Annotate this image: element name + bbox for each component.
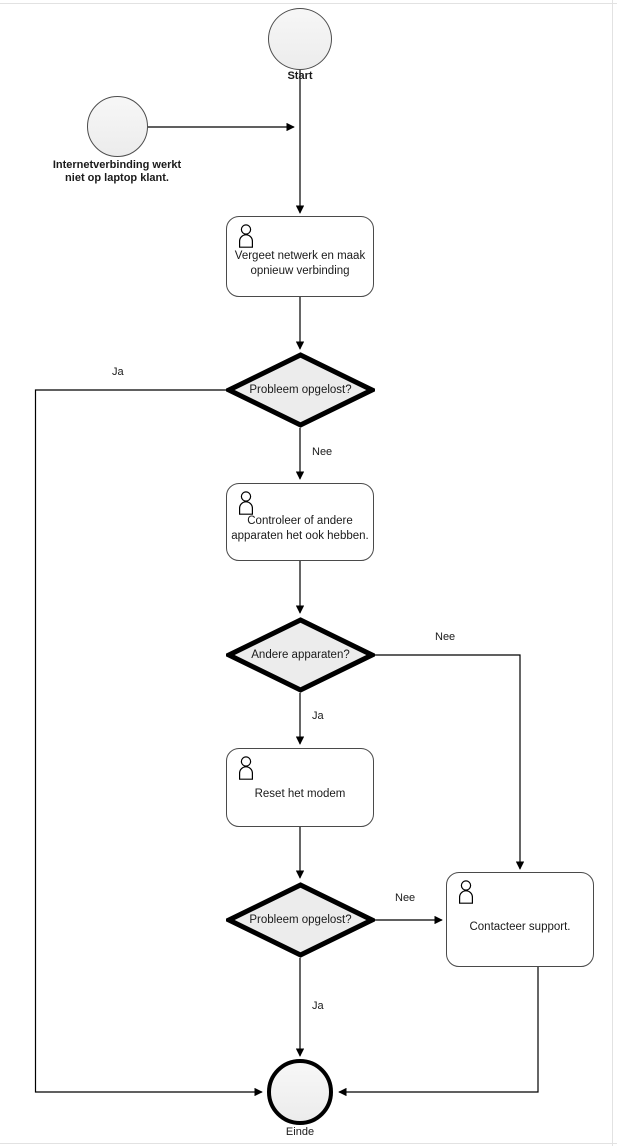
actor-icon: [239, 756, 253, 780]
task-contacteer-support[interactable]: Contacteer support.: [446, 872, 594, 967]
canvas-top-border: [0, 3, 617, 4]
canvas-bottom-border: [0, 1143, 617, 1144]
actor-icon: [239, 491, 253, 515]
edge-label-decision3-nee: Nee: [395, 892, 416, 904]
task-vergeet-netwerk[interactable]: Vergeet netwerk en maak opnieuw verbindi…: [226, 216, 374, 297]
edge-label-decision3-ja: Ja: [312, 1000, 324, 1012]
start-node[interactable]: [268, 8, 332, 70]
diamond-shape: [223, 617, 378, 693]
note-node-label-line2: niet op laptop klant.: [65, 172, 169, 184]
task-reset-modem-label: Reset het modem: [254, 788, 346, 800]
edge-label-decision2-ja: Ja: [312, 710, 324, 722]
end-node[interactable]: [267, 1059, 333, 1125]
task-vergeet-netwerk-label: Vergeet netwerk en maak opnieuw verbindi…: [234, 249, 366, 277]
diamond-shape: [223, 882, 378, 958]
actor-icon: [459, 880, 473, 904]
note-node-label-line1: Internetverbinding werkt: [52, 159, 182, 171]
task-controleer-apparaten[interactable]: Controleer of andere apparaten het ook h…: [226, 483, 374, 561]
note-node[interactable]: [87, 96, 148, 157]
task-contacteer-support-label: Contacteer support.: [469, 921, 571, 933]
edge-task4-to-end: [338, 966, 539, 1097]
edge-decision1-ja-to-end: [34, 389, 263, 1097]
edge-label-decision1-ja: Ja: [112, 366, 124, 378]
actor-icon: [239, 224, 253, 248]
task-reset-modem[interactable]: Reset het modem: [226, 748, 374, 827]
diamond-shape: [223, 352, 378, 428]
edge-decision2-nee-to-task4: [375, 654, 525, 870]
decision-probleem-opgelost-2[interactable]: Probleem opgelost?: [223, 882, 378, 958]
canvas-right-border: [612, 0, 613, 1146]
decision-probleem-opgelost-1[interactable]: Probleem opgelost?: [223, 352, 378, 428]
end-node-label: Einde: [285, 1126, 315, 1138]
edge-label-decision2-nee: Nee: [435, 631, 456, 643]
task-controleer-apparaten-label: Controleer of andere apparaten het ook h…: [231, 515, 369, 542]
edge-label-decision1-nee: Nee: [312, 446, 333, 458]
decision-andere-apparaten[interactable]: Andere apparaten?: [223, 617, 378, 693]
start-node-label: Start: [287, 70, 313, 82]
